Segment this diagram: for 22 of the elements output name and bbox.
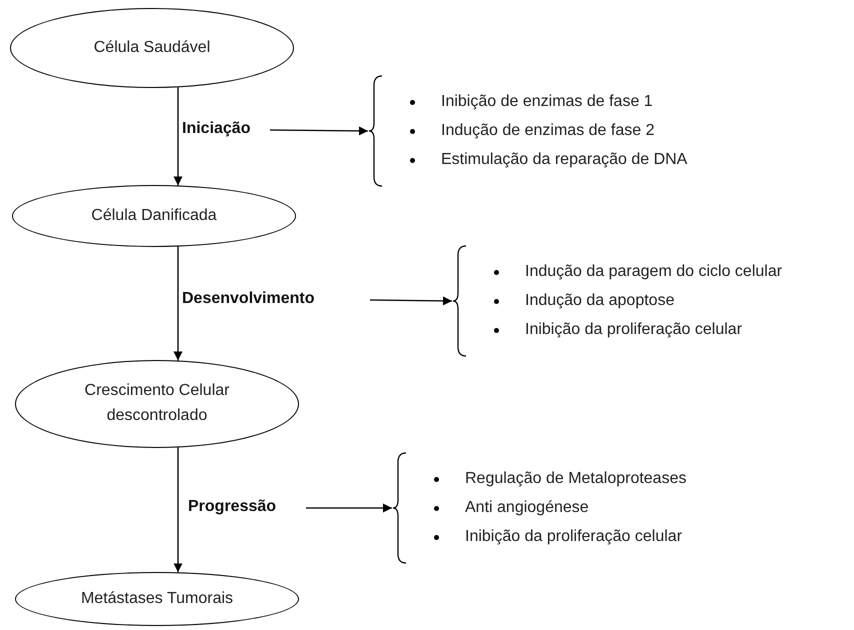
bullet-item: Inibição da proliferação celular xyxy=(525,321,742,339)
ellipse-node: Crescimento Celular descontrolado xyxy=(15,360,299,448)
arrow xyxy=(174,246,182,360)
ellipse-node: Célula Saudável xyxy=(10,8,294,88)
bullet-item: Inibição de enzimas de fase 1 xyxy=(441,93,653,111)
bullet-item: Indução da paragem do ciclo celular xyxy=(525,263,782,281)
arrow xyxy=(370,296,452,306)
bullet-item: Anti angiogénese xyxy=(465,499,589,517)
ellipse-node: Célula Danificada xyxy=(12,185,296,247)
arrow xyxy=(174,448,182,572)
phase-label: Desenvolvimento xyxy=(182,290,314,308)
bullet-item: Regulação de Metaloproteases xyxy=(465,470,686,488)
bullet-item: Inibição da proliferação celular xyxy=(465,528,682,546)
bullet-item: Estimulação da reparação de DNA xyxy=(441,151,688,169)
arrow xyxy=(174,87,182,186)
bullet-item: Indução de enzimas de fase 2 xyxy=(441,122,654,140)
arrow xyxy=(270,126,368,136)
phase-label: Progressão xyxy=(188,498,276,516)
bullet-item: Indução da apoptose xyxy=(525,292,674,310)
phase-label: Iniciação xyxy=(182,120,250,138)
ellipse-node: Metástases Tumorais xyxy=(15,572,299,626)
arrow xyxy=(306,504,392,512)
